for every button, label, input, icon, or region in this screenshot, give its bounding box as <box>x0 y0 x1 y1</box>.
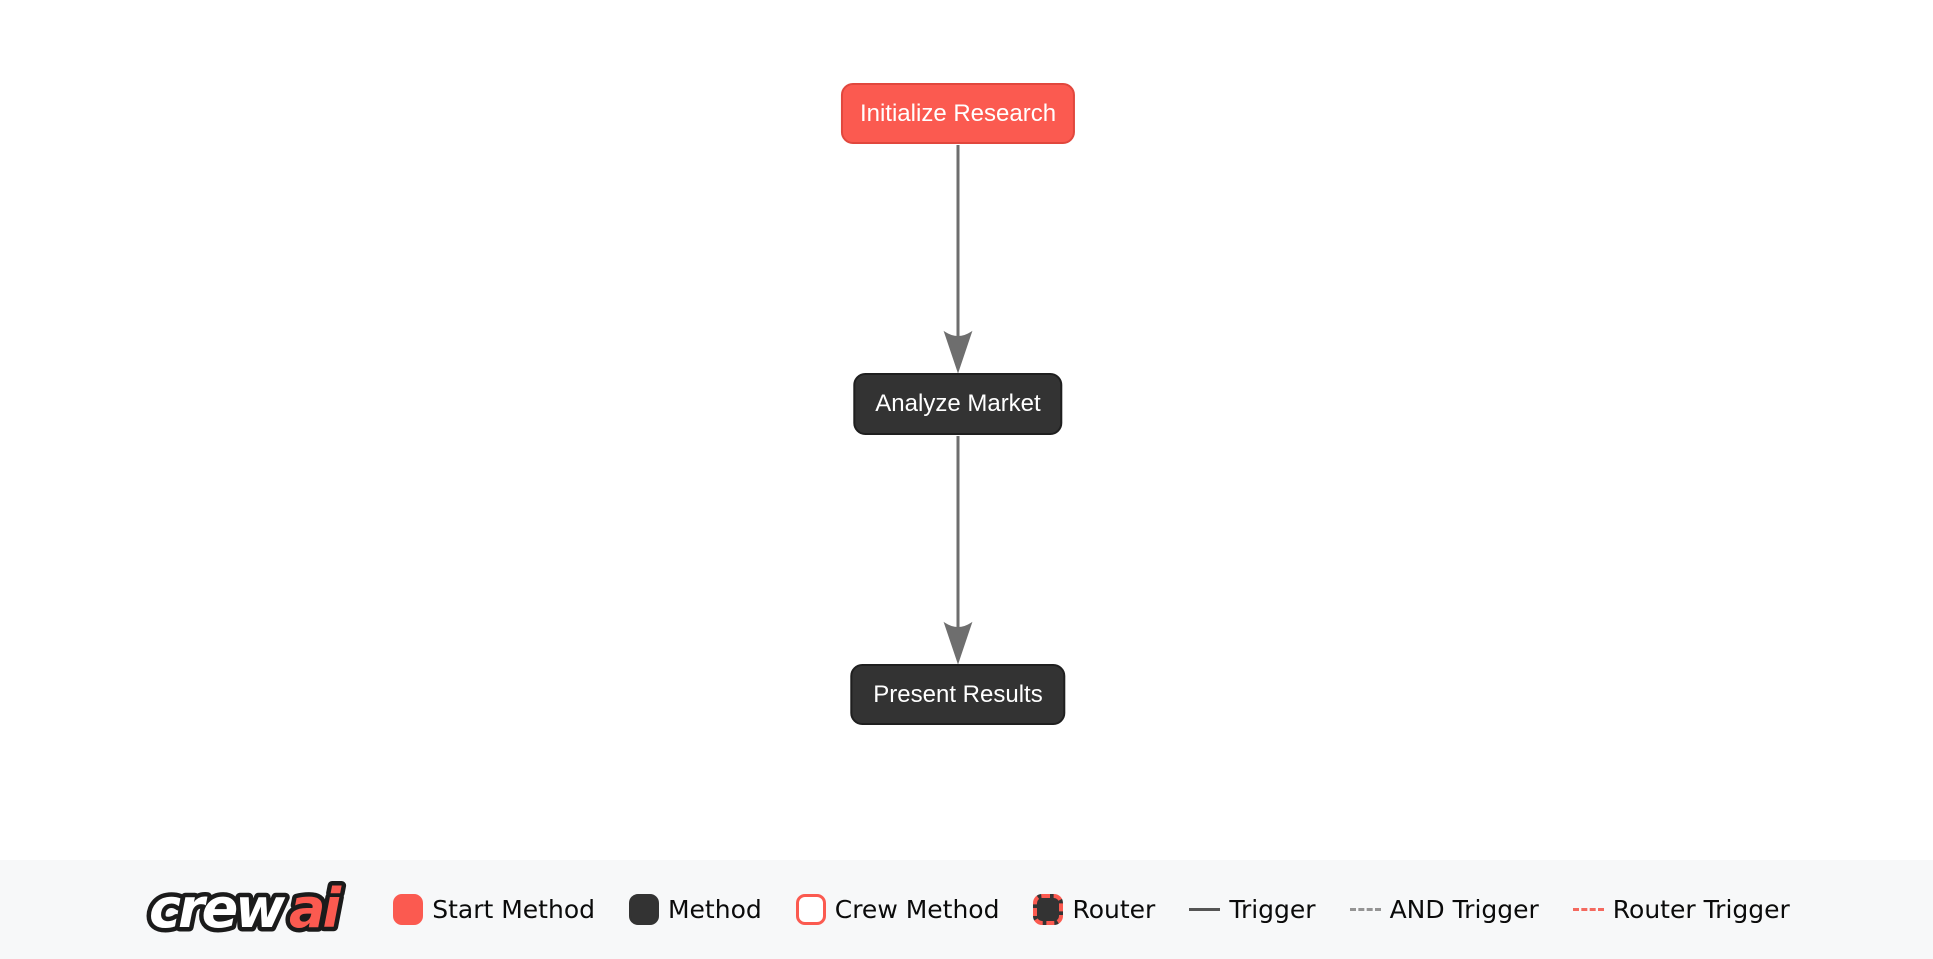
legend-item-router-trigger: Router Trigger <box>1572 895 1790 924</box>
and-trigger-line-icon <box>1349 908 1381 911</box>
legend-footer: crew ai Start Method Method Crew Method … <box>0 860 1933 959</box>
flow-node-initialize-research[interactable]: Initialize Research <box>840 83 1076 144</box>
legend-item-method: Method <box>628 894 762 925</box>
legend-item-trigger: Trigger <box>1189 895 1316 924</box>
legend-item-crew-method: Crew Method <box>795 894 1000 925</box>
router-swatch-icon <box>1033 894 1064 925</box>
legend-item-router: Router <box>1033 894 1155 925</box>
legend-label: Router <box>1072 895 1156 924</box>
legend-label: Trigger <box>1229 895 1316 924</box>
trigger-line-icon <box>1189 908 1221 911</box>
flow-node-present-results[interactable]: Present Results <box>850 664 1066 725</box>
legend-label: Crew Method <box>834 895 1000 924</box>
legend-label: Router Trigger <box>1612 895 1790 924</box>
legend-item-and-trigger: AND Trigger <box>1349 895 1539 924</box>
legend-label: Method <box>667 895 762 924</box>
flow-canvas[interactable]: Initialize Research Analyze Market Prese… <box>0 0 1933 860</box>
edge-trigger-2 <box>943 436 973 665</box>
crewai-logo-ai-text: ai <box>289 877 342 940</box>
crewai-logo-crew-text: crew <box>149 877 286 940</box>
legend-label: Start Method <box>432 895 595 924</box>
legend-label: AND Trigger <box>1389 895 1539 924</box>
crewai-logo: crew ai <box>145 877 350 943</box>
flow-node-analyze-market[interactable]: Analyze Market <box>853 373 1063 435</box>
method-swatch-icon <box>628 894 659 925</box>
start-method-swatch-icon <box>393 894 424 925</box>
edge-trigger-1 <box>943 145 973 374</box>
crew-method-swatch-icon <box>795 894 826 925</box>
legend-item-start-method: Start Method <box>393 894 595 925</box>
router-trigger-line-icon <box>1572 908 1604 911</box>
